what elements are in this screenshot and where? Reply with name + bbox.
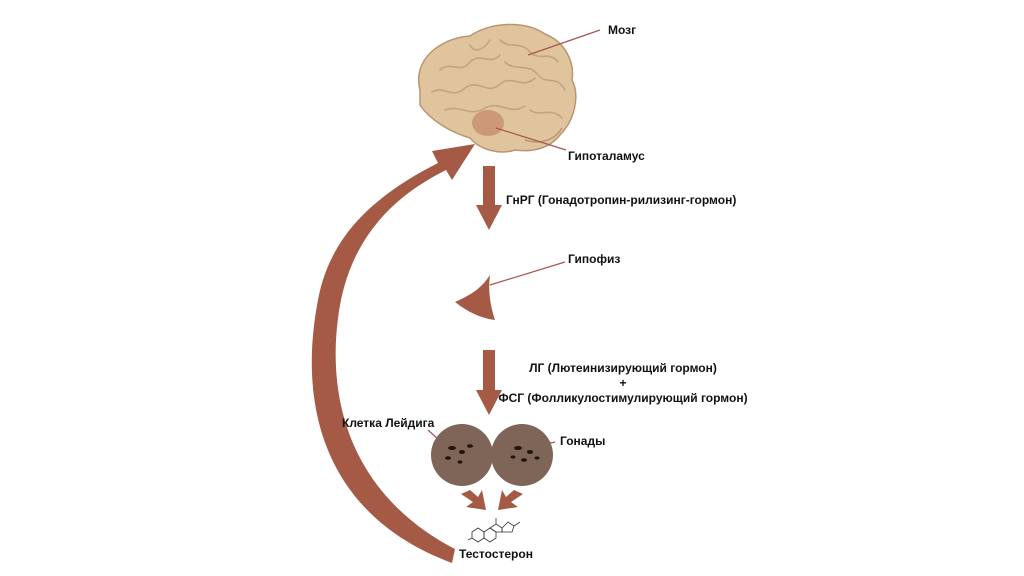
- gonad-left: [431, 424, 493, 486]
- lh-fsh-arrow: [476, 350, 502, 415]
- pituitary-pointer-line: [489, 261, 566, 286]
- leydig-cell-spots: [445, 444, 540, 464]
- hypothalamus-label: Гипоталамус: [568, 149, 645, 163]
- gnrh-label: ГнРГ (Гонадотропин-рилизинг-гормон): [506, 193, 736, 207]
- fsh-label: ФСГ (Фолликулостимулирующий гормон): [498, 391, 747, 405]
- brain-icon: [417, 23, 577, 153]
- pituitary-gland-icon: [455, 275, 495, 320]
- brain-pointer-line: [527, 29, 601, 56]
- hypothalamus-marker: [472, 110, 504, 136]
- steroid-molecule-icon: [467, 518, 521, 543]
- feedback-arrow: [311, 144, 475, 563]
- lh-label: ЛГ (Лютеинизирующий гормон): [529, 361, 717, 375]
- gnrh-arrow: [476, 166, 502, 230]
- gonad-icon: [431, 424, 553, 486]
- left-testosterone-arrow: [461, 490, 486, 510]
- plus-sign: +: [619, 376, 626, 390]
- gonads-label: Гонады: [560, 434, 605, 448]
- pituitary-label: Гипофиз: [568, 252, 620, 266]
- hypothalamus-pointer-line: [495, 127, 567, 151]
- gonad-right: [491, 424, 553, 486]
- leydig-cell-label: Клетка Лейдига: [342, 416, 435, 430]
- brain-label: Мозг: [608, 23, 636, 37]
- right-testosterone-arrow: [498, 490, 523, 510]
- testosterone-label: Тестостерон: [459, 547, 533, 561]
